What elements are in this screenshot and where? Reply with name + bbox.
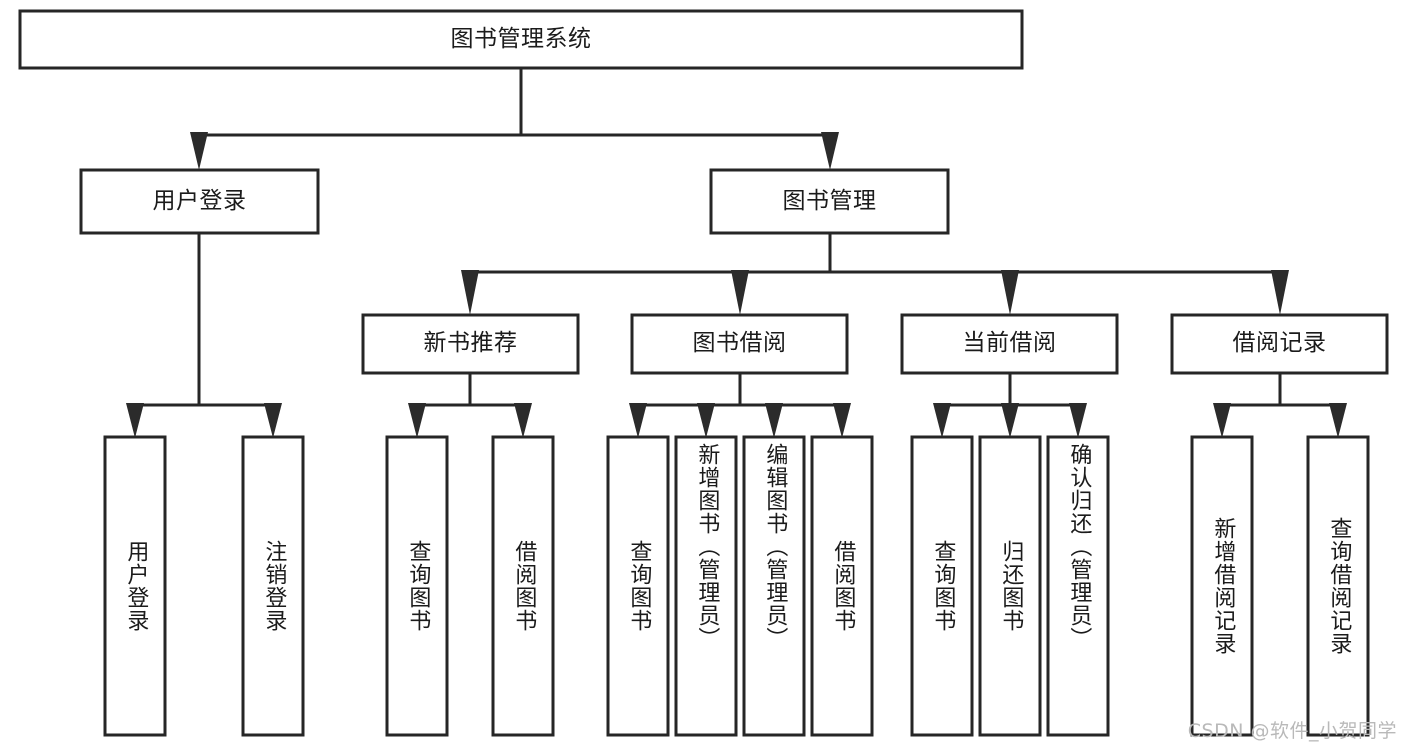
node-label-leaf-borrow-book-2: 借阅图书: [830, 540, 856, 632]
arrow-head-book-borrow: [731, 270, 749, 315]
arrow-head-leaf-query-book-3: [933, 403, 951, 438]
node-box-root[interactable]: [18, 9, 1024, 70]
node-label-root: 图书管理系统: [450, 25, 592, 52]
node-box-book-borrow[interactable]: [630, 313, 849, 375]
node-box-leaf-return-book[interactable]: [978, 435, 1042, 737]
watermark-text: CSDN @软件_小贺同学: [1187, 720, 1397, 742]
node-box-borrow-record[interactable]: [1170, 313, 1389, 375]
connector-group-borrow-record-to-leaves: [1213, 373, 1347, 438]
node-box-leaf-query-book-1[interactable]: [385, 435, 449, 737]
connector-group-book-borrow-to-leaves: [629, 373, 851, 438]
node-box-leaf-borrow-book-2[interactable]: [810, 435, 874, 737]
arrow-head-leaf-query-record: [1329, 403, 1347, 438]
arrow-head-user-login: [190, 132, 208, 170]
connector-group-user-login-to-leaves: [126, 233, 282, 438]
connector-group-current-borrow-to-leaves: [933, 373, 1087, 438]
node-box-user-login[interactable]: [79, 168, 320, 235]
arrow-head-leaf-user-login: [126, 403, 144, 438]
arrow-head-leaf-return-book: [1001, 403, 1019, 438]
arrow-head-leaf-borrow-book-1: [514, 403, 532, 438]
node-box-leaf-add-book[interactable]: [674, 435, 738, 737]
node-box-leaf-query-record[interactable]: [1306, 435, 1370, 737]
node-label-leaf-edit-book: 编辑图书（管理员）: [762, 443, 788, 650]
node-box-current-borrow[interactable]: [900, 313, 1119, 375]
node-box-leaf-query-book-3[interactable]: [910, 435, 974, 737]
arrow-head-leaf-edit-book: [765, 403, 783, 438]
node-label-leaf-return-book: 归还图书: [998, 540, 1024, 632]
node-box-book-management[interactable]: [709, 168, 950, 235]
arrow-head-leaf-borrow-book-2: [833, 403, 851, 438]
connector-group-book-management-to-level2: [461, 233, 1289, 315]
arrow-head-leaf-query-book-2: [629, 403, 647, 438]
node-box-leaf-borrow-book-1[interactable]: [491, 435, 555, 737]
node-label-leaf-user-login: 用户登录: [123, 540, 149, 632]
arrow-head-borrow-record: [1271, 270, 1289, 315]
node-label-leaf-add-book: 新增图书（管理员）: [694, 443, 720, 650]
arrow-head-leaf-query-book-1: [408, 403, 426, 438]
arrow-head-current-borrow: [1001, 270, 1019, 315]
node-label-leaf-query-record: 查询借阅记录: [1326, 517, 1352, 655]
node-label-leaf-add-record: 新增借阅记录: [1210, 517, 1236, 655]
node-label-current-borrow: 当前借阅: [962, 330, 1057, 357]
node-label-leaf-query-book-1: 查询图书: [405, 540, 431, 632]
arrow-head-leaf-confirm-return: [1069, 403, 1087, 438]
node-box-leaf-add-record[interactable]: [1190, 435, 1254, 737]
arrow-head-new-book-recommend: [461, 270, 479, 315]
node-label-leaf-logout-login: 注销登录: [261, 540, 287, 632]
node-label-leaf-confirm-return: 确认归还（管理员）: [1066, 443, 1092, 650]
node-label-borrow-record: 借阅记录: [1232, 330, 1327, 357]
node-box-leaf-edit-book[interactable]: [742, 435, 806, 737]
node-label-user-login: 用户登录: [152, 187, 247, 214]
node-box-leaf-user-login[interactable]: [103, 435, 167, 737]
node-label-book-borrow: 图书借阅: [692, 330, 787, 357]
arrow-head-leaf-add-book: [697, 403, 715, 438]
arrow-head-leaf-logout-login: [264, 403, 282, 438]
node-label-leaf-borrow-book-1: 借阅图书: [511, 540, 537, 632]
node-label-leaf-query-book-2: 查询图书: [626, 540, 652, 632]
node-box-new-book-recommend[interactable]: [361, 313, 580, 375]
connector-group-new-book-recommend-to-leaves: [408, 373, 532, 438]
node-box-leaf-confirm-return[interactable]: [1046, 435, 1110, 737]
connector-group-root-to-level1: [190, 68, 839, 170]
node-box-leaf-query-book-2[interactable]: [606, 435, 670, 737]
node-label-book-management: 图书管理: [782, 187, 877, 214]
arrow-head-book-management: [821, 132, 839, 170]
node-label-new-book-recommend: 新书推荐: [423, 330, 518, 357]
arrow-head-leaf-add-record: [1213, 403, 1231, 438]
node-label-leaf-query-book-3: 查询图书: [930, 540, 956, 632]
node-box-leaf-logout-login[interactable]: [241, 435, 305, 737]
